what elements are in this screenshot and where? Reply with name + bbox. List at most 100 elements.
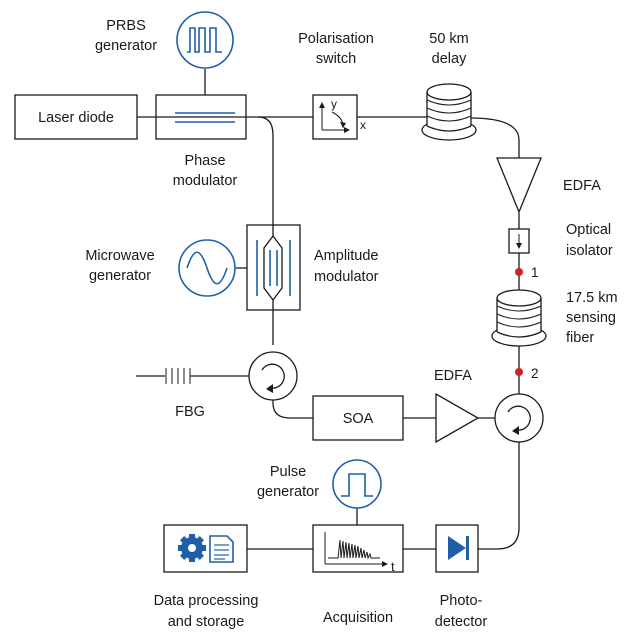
- soa-box: [312, 395, 404, 441]
- fiber-circulator-to-detector: [478, 442, 520, 550]
- isolator-label-line2: isolator: [566, 243, 613, 259]
- switch-rotation-arrow: [340, 122, 346, 128]
- isolator-arrow-head: [516, 243, 522, 249]
- amplitude-modulator-box: [246, 224, 301, 311]
- photodetector-label-line2: detector: [435, 614, 488, 630]
- fiber-delay-to-edfa: [469, 117, 520, 158]
- delay-spool-winding-1: [426, 99, 472, 106]
- pulse-waveform-icon: [341, 473, 373, 497]
- sensing-spool-winding-3: [496, 321, 542, 328]
- acq-t-label: t: [391, 559, 395, 574]
- fiber-paths: [136, 116, 520, 550]
- soa-label: SOA: [343, 411, 374, 427]
- switch-x-arrow: [344, 127, 350, 133]
- phase-label-line1: Phase: [184, 153, 225, 169]
- pulse-label-line1: Pulse: [270, 464, 306, 480]
- acq-trace: [328, 539, 380, 560]
- document-icon: [209, 535, 234, 563]
- delay-spool-winding-2: [426, 107, 472, 114]
- point-2-label: 2: [531, 366, 539, 381]
- isolator-label-line1: Optical: [566, 222, 611, 238]
- prbs-label-line2: generator: [95, 38, 157, 54]
- gear-icon: [178, 534, 206, 562]
- delay-spool-winding-3: [426, 115, 472, 122]
- amplitude-label-line1: Amplitude: [314, 248, 378, 264]
- phase-label-line2: modulator: [173, 173, 238, 189]
- circulator-right-arrow: [512, 426, 519, 435]
- diode-icon: [448, 536, 466, 560]
- sine-wave-icon: [186, 251, 228, 285]
- pol-label-line1: Polarisation: [298, 31, 374, 47]
- fiber-phase-to-amplitude: [257, 116, 274, 225]
- amplitude-modulator: Amplitude modulator: [246, 224, 379, 311]
- phase-modulator: Phase modulator: [155, 94, 247, 189]
- polarisation-switch: y x Polarisation switch: [298, 31, 374, 140]
- microwave-generator: Microwave generator: [85, 239, 236, 297]
- soa: SOA: [312, 395, 404, 441]
- acq-time-arrow: [382, 561, 388, 567]
- photodetector-label-line1: Photo-: [440, 593, 483, 609]
- prbs-generator: PRBS generator: [95, 11, 234, 69]
- fbg-label: FBG: [175, 404, 205, 420]
- electrical-links: [204, 69, 436, 550]
- delay-label-line1: 50 km: [429, 31, 469, 47]
- laser-diode-label: Laser diode: [38, 110, 114, 126]
- edfa-bottom-triangle: [435, 392, 480, 444]
- amplitude-label-line2: modulator: [314, 269, 379, 285]
- fiber-circulator-to-soa: [272, 400, 313, 419]
- microwave-label-line2: generator: [89, 268, 151, 284]
- sensing-spool-winding-1: [496, 305, 542, 312]
- delay-spool: 50 km delay: [421, 31, 477, 141]
- edfa-top: EDFA: [496, 157, 601, 214]
- circulator-left-circle: [248, 351, 298, 401]
- acquisition: t Acquisition: [312, 524, 404, 626]
- delay-spool-bottom: [426, 125, 472, 132]
- laser-diode-box: [14, 94, 138, 140]
- sensing-spool-top: [496, 289, 542, 307]
- optical-isolator: Optical isolator: [508, 222, 613, 259]
- photodetector: Photo- detector: [435, 524, 488, 630]
- laser-diode: Laser diode: [14, 94, 138, 140]
- point-1-label: 1: [531, 265, 539, 280]
- sensing-label-line3: fiber: [566, 330, 594, 346]
- data-processing: Data processing and storage: [154, 524, 259, 630]
- edfa-bottom: EDFA: [434, 368, 480, 444]
- processing-label-line2: and storage: [168, 614, 245, 630]
- delay-spool-top: [426, 83, 472, 101]
- fbg: FBG: [165, 368, 205, 420]
- circulator-left-arc: [261, 363, 285, 389]
- mz-arm-left: [263, 225, 274, 310]
- circulator-left-arrow: [266, 384, 273, 393]
- switch-x-label: x: [360, 118, 366, 132]
- edfa-top-label: EDFA: [563, 178, 601, 194]
- polarisation-switch-box: [312, 94, 358, 140]
- sensing-fiber-spool: 17.5 km sensing fiber: [491, 289, 618, 347]
- acquisition-label: Acquisition: [323, 610, 393, 626]
- sensing-label-line1: 17.5 km: [566, 290, 618, 306]
- circulator-left: [248, 351, 298, 401]
- sensing-spool-winding-2: [496, 313, 542, 320]
- circulator-right-circle: [494, 393, 544, 443]
- delay-label-line2: delay: [432, 51, 467, 67]
- prbs-label-line1: PRBS: [106, 18, 146, 34]
- pulse-generator-circle: [332, 459, 382, 509]
- switch-y-arrow: [319, 102, 325, 108]
- pulse-label-line2: generator: [257, 484, 319, 500]
- sensing-label-line2: sensing: [566, 310, 616, 326]
- pulse-generator: Pulse generator: [257, 459, 382, 509]
- processing-label-line1: Data processing: [154, 593, 259, 609]
- point-1-marker: [515, 268, 523, 276]
- microwave-label-line1: Microwave: [85, 248, 154, 264]
- edfa-top-triangle: [496, 157, 542, 214]
- mz-arm-right: [272, 235, 283, 301]
- circulator-right: [494, 393, 544, 443]
- circulator-right-arc: [507, 405, 531, 431]
- sensing-spool-bottom: [496, 331, 542, 338]
- pol-label-line2: switch: [316, 51, 356, 67]
- prbs-waveform-icon: [187, 27, 222, 53]
- point-2-marker: [515, 368, 523, 376]
- edfa-bottom-label: EDFA: [434, 368, 472, 384]
- switch-y-label: y: [331, 97, 337, 111]
- diode-bar: [466, 536, 469, 560]
